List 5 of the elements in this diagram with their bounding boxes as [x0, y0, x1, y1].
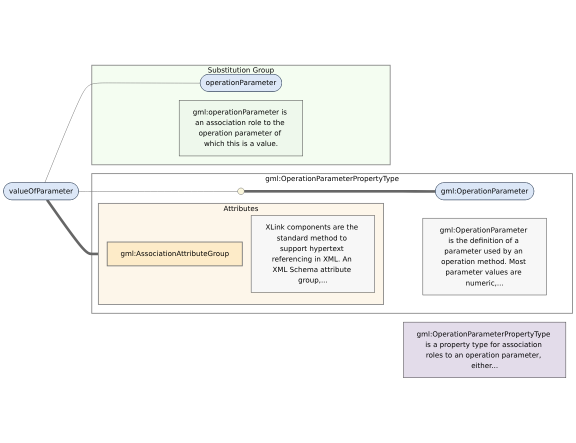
connector — [46, 199, 99, 256]
connector — [244, 190, 436, 193]
connector — [44, 82, 201, 184]
connector — [78, 191, 238, 192]
node-circle — [237, 188, 244, 195]
